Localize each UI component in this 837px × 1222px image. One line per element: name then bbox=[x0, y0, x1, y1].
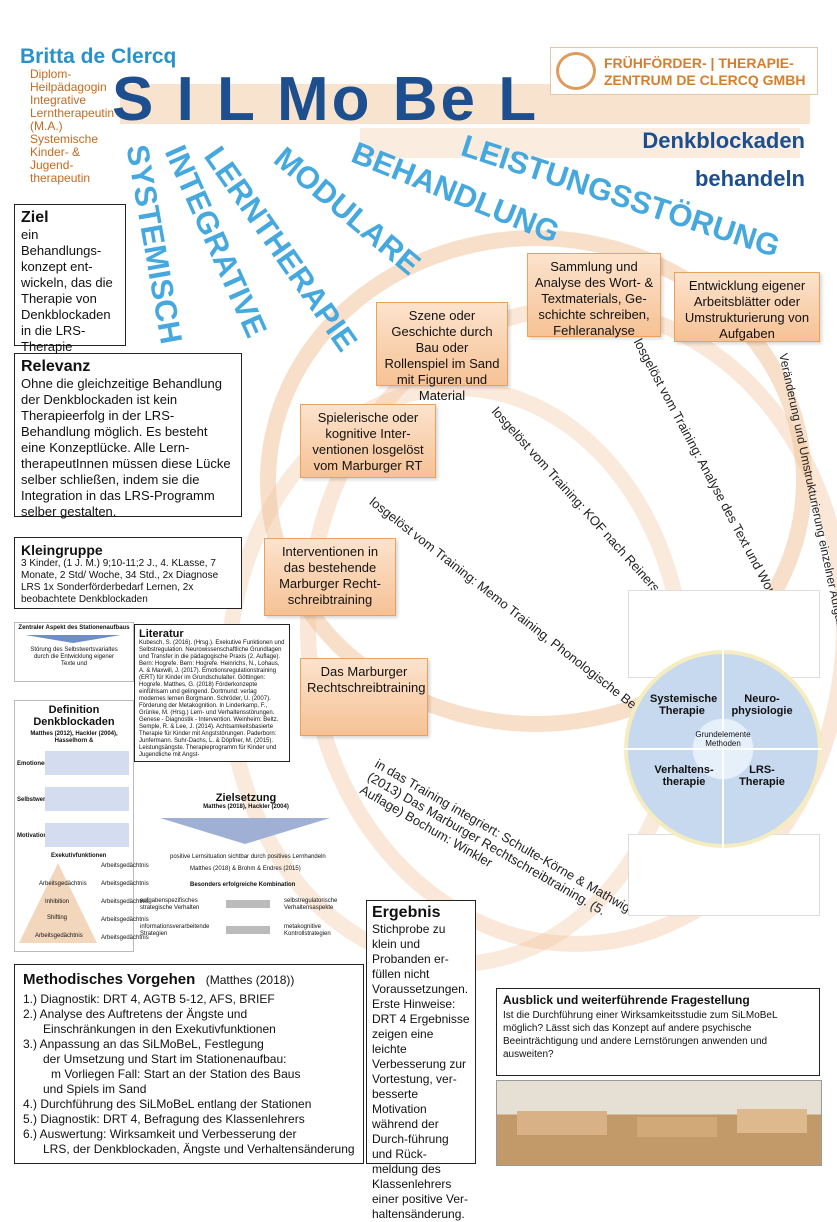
methodisches-list: 1.) Diagnostik: DRT 4, AGTB 5-12, AFS, B… bbox=[23, 992, 355, 1157]
ergebnis-text: Stichprobe zu klein und Probanden er-fül… bbox=[372, 922, 470, 1221]
double-arrow-icon bbox=[226, 900, 270, 908]
kombi-left-2: informationsverarbeitende Strategien bbox=[140, 924, 210, 937]
pyramid-label: Inhibition bbox=[45, 899, 70, 905]
photo-table bbox=[637, 1117, 717, 1137]
methods-divider-v bbox=[722, 650, 724, 848]
definition-row-motivation: Motivation bbox=[17, 833, 47, 839]
logo-text: FRÜHFÖRDER- | THERAPIE- ZENTRUM DE CLERC… bbox=[604, 55, 814, 89]
ziel-box: Ziel ein Behandlungs-konzept ent-wickeln… bbox=[14, 204, 126, 370]
station-marburger: Das Marburger Rechtschreibtraining bbox=[300, 658, 428, 736]
methodisches-box: Methodisches Vorgehen (Matthes (2018)) 1… bbox=[14, 964, 364, 1164]
definition-sources: Matthes (2012), Hackler (2004), Hasselho… bbox=[30, 731, 118, 744]
definition-panel: Definition Denkblockaden Matthes (2012),… bbox=[14, 700, 149, 952]
method-step: 4.) Durchführung des SiLMoBeL entlang de… bbox=[23, 1097, 312, 1111]
station-interventionen: Interventionen in das bestehende Marburg… bbox=[264, 538, 396, 616]
ergebnis-title: Ergebnis bbox=[372, 904, 441, 921]
method-step: 2.) Analyse des Auftretens der Ängste un… bbox=[23, 1007, 248, 1021]
method-step: der Umsetzung und Start im Stationenaufb… bbox=[43, 1052, 287, 1066]
definition-row-selbstwert: Selbstwert bbox=[17, 797, 48, 803]
ausblick-title: Ausblick und weiterführende Fragestellun… bbox=[503, 993, 750, 1007]
zielsetzung-source: Matthes (2018), Hackler (2004) bbox=[203, 804, 289, 810]
literatur-title: Literatur bbox=[139, 628, 184, 640]
ziel-text: ein Behandlungs-konzept ent-wickeln, das… bbox=[21, 227, 113, 370]
station-arbeitsblaetter: Entwicklung eigener Arbeitsblätter oder … bbox=[674, 272, 820, 342]
double-arrow-icon bbox=[226, 926, 270, 934]
kleingruppe-title: Kleingruppe bbox=[21, 542, 103, 558]
logo-hands-icon bbox=[556, 52, 596, 90]
kleingruppe-box: Kleingruppe 3 Kinder, (1 J. M.) 9;10-11;… bbox=[14, 537, 242, 609]
relevanz-text: Ohne die gleichzeitige Behandlung der De… bbox=[21, 376, 231, 519]
exec-title: Exekutivfunktionen bbox=[51, 853, 107, 859]
ergebnis-box: Ergebnis Stichprobe zu klein und Proband… bbox=[366, 900, 476, 1221]
literatur-text: Kubesch, S. (2016). (Hrsg.). Exekutive F… bbox=[139, 640, 285, 758]
pyramid-label: Arbeitsgedächtnis bbox=[35, 933, 83, 939]
station-sammlung: Sammlung und Analyse des Wort- & Textmat… bbox=[527, 253, 661, 338]
quadrant-verhaltenstherapie: Verhaltens-therapie bbox=[654, 764, 714, 788]
kombi-right-2: metakognitive Kontrollstrategien bbox=[284, 924, 331, 937]
pyramid-right-label: Arbeitsgedächtnis bbox=[101, 917, 149, 923]
methodisches-title: Methodisches Vorgehen bbox=[23, 971, 196, 988]
ziel-title: Ziel bbox=[21, 209, 49, 226]
poster-title: S I L Mo Be L bbox=[112, 65, 540, 134]
zielsetzung-line1: positive Lernsituation sichtbar durch po… bbox=[170, 854, 326, 860]
logo-line-2: ZENTRUM DE CLERCQ GMBH bbox=[604, 72, 806, 88]
kombi-right-1: selbstregulatorische Verhaltensaspekte bbox=[284, 898, 338, 911]
method-step: und Spiels im Sand bbox=[43, 1082, 147, 1096]
photo-table bbox=[737, 1109, 807, 1133]
author-name: Britta de Clercq bbox=[20, 45, 177, 68]
pyramid-right-label: Arbeitsgedächtnis bbox=[101, 935, 149, 941]
method-step: 5.) Diagnostik: DRT 4, Befragung des Kla… bbox=[23, 1112, 305, 1126]
relevanz-box: Relevanz Ohne die gleichzeitige Behandlu… bbox=[14, 353, 242, 519]
method-step: LRS, der Denkblockaden, Ängste und Verha… bbox=[43, 1142, 355, 1156]
ausblick-text: Ist die Durchführung einer Wirksamkeitss… bbox=[503, 1010, 778, 1060]
pyramid-right-label: Arbeitsgedächtnis bbox=[101, 881, 149, 887]
arrow-down-icon bbox=[25, 635, 121, 643]
methodisches-source: (Matthes (2018)) bbox=[205, 973, 295, 987]
classroom-photo bbox=[496, 1080, 822, 1166]
method-step: 6.) Auswertung: Wirksamkeit und Verbesse… bbox=[23, 1127, 297, 1141]
method-step: Einschränkungen in den Exekutivfunktione… bbox=[43, 1022, 276, 1036]
zentraler-text: Störung des Selbstwertsvarialtes durch d… bbox=[30, 647, 118, 667]
relevanz-title: Relevanz bbox=[21, 358, 91, 375]
kleingruppe-text: 3 Kinder, (1 J. M.) 9;10-11;2 J., 4. KLa… bbox=[21, 558, 219, 605]
pyramid-label: Arbeitsgedächtnis bbox=[39, 881, 87, 887]
definition-row-box bbox=[45, 751, 129, 775]
definition-row-box bbox=[45, 787, 129, 811]
definition-row-box bbox=[45, 823, 129, 847]
station-spielerisch: Spielerische oder kognitive Inter-ventio… bbox=[300, 404, 436, 478]
definition-title: Definition Denkblockaden bbox=[33, 704, 115, 728]
pyramid-right-label: Arbeitsgedächtnis bbox=[101, 863, 149, 869]
kombi-title: Besonders erfolgreiche Kombination bbox=[190, 882, 296, 888]
methods-center-label: Grundelemente Methoden bbox=[695, 730, 751, 748]
definition-row-emotionen: Emotionen bbox=[17, 761, 48, 767]
zentraler-title: Zentraler Aspekt des Stationenaufbaus bbox=[18, 625, 130, 631]
pyramid-right-label: Arbeitsgedächtnis bbox=[101, 899, 149, 905]
zielsetzung-title: Zielsetzung bbox=[215, 792, 277, 804]
methodisches-header: Methodisches Vorgehen (Matthes (2018)) bbox=[23, 971, 355, 989]
ausblick-box: Ausblick und weiterführende Fragestellun… bbox=[496, 988, 820, 1076]
zentraler-aspekt-panel: Zentraler Aspekt des Stationenaufbaus St… bbox=[14, 622, 134, 682]
headline-line-2: behandeln bbox=[694, 166, 805, 191]
pyramid-label: Shifting bbox=[47, 915, 68, 921]
zielsetzung-panel: Zielsetzung Matthes (2018), Hackler (200… bbox=[140, 792, 352, 950]
station-sandspiel: Szene oder Geschichte durch Bau oder Rol… bbox=[376, 302, 508, 403]
quadrant-lrs-therapie: LRS-Therapie bbox=[739, 764, 785, 788]
quadrant-systemische-therapie: Systemische Therapie bbox=[650, 693, 718, 717]
literatur-box: Literatur Kubesch, S. (2016). (Hrsg.). E… bbox=[134, 624, 290, 762]
headline-line-1: Denkblockaden bbox=[642, 128, 805, 153]
photo-table bbox=[517, 1111, 607, 1135]
kombi-left-1: aufgabenspezifisches strategische Verhal… bbox=[140, 898, 200, 911]
arrow-down-icon bbox=[160, 818, 330, 844]
author-description: Diplom-Heilpädagogin Integrative Lernthe… bbox=[30, 67, 115, 185]
method-step: 1.) Diagnostik: DRT 4, AGTB 5-12, AFS, B… bbox=[23, 992, 275, 1006]
quadrant-neurophysiologie: Neuro-physiologie bbox=[731, 693, 793, 717]
zielsetzung-line2: Matthes (2018) & Brohm & Endres (2015) bbox=[190, 866, 301, 872]
method-step: 3.) Anpassung an das SiLMoBeL, Festlegun… bbox=[23, 1037, 264, 1051]
method-step: m Vorliegen Fall: Start an der Station d… bbox=[51, 1067, 301, 1081]
logo-line-1: FRÜHFÖRDER- | THERAPIE- bbox=[604, 55, 794, 71]
background-band bbox=[360, 128, 800, 158]
